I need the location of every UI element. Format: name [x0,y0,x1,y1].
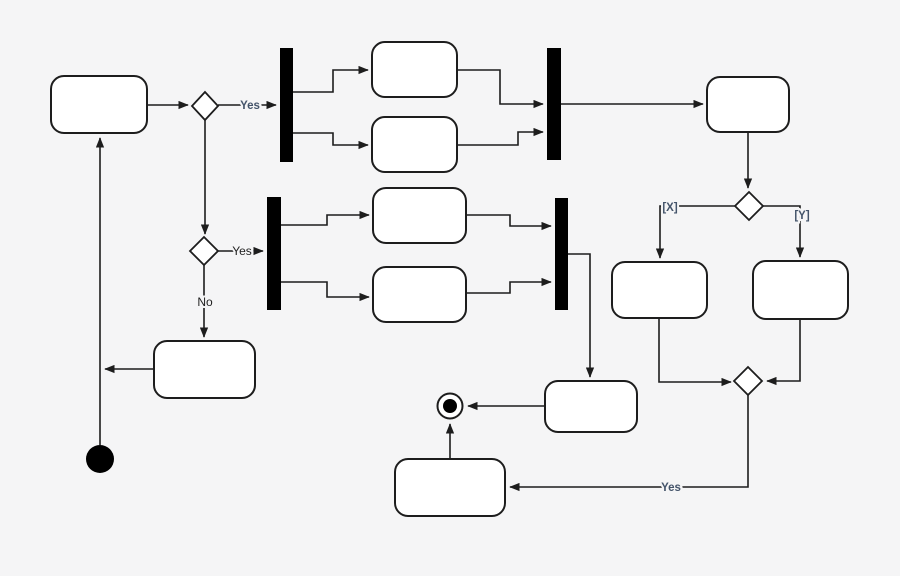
activity-right [706,76,790,133]
activity-start [50,75,148,134]
edge-fork1-to-row1-bottom [293,132,369,150]
decision-2 [188,235,220,267]
initial-node [86,445,114,473]
edge-fork1-to-row1-top [293,65,369,93]
edge-row2-top-to-join2 [466,214,552,231]
edge-row2-bottom-to-join2 [466,277,552,294]
label-decision4-yes: Yes [661,482,681,494]
fork-bar-2 [267,197,281,310]
label-decision2-yes: Yes [232,244,252,258]
join-bar-1 [547,48,561,160]
edge-activity-y-to-merge4 [766,319,801,386]
decision-1 [190,90,220,122]
join-bar-2 [555,198,568,310]
edge-decision3-x-to-activity-x [655,205,735,259]
edge-row1-top-to-join1 [457,69,544,109]
edge-fork2-to-row2-bottom [281,281,370,302]
label-decision3-x: [X] [662,202,678,214]
activity-row1-top [371,41,458,98]
label-decision1-yes: Yes [240,100,260,112]
activity-no-branch [153,340,256,399]
edge-merge4-yes-to-activity-bottom [509,395,749,492]
activity-row1-bottom [371,116,458,173]
fork-bar-1 [280,48,293,162]
edge-row1-bottom-to-join1 [457,127,544,146]
merge-decision-4 [732,365,764,397]
activity-mid-bottom [544,380,638,433]
activity-row2-bottom [372,266,467,323]
activity-x-branch [611,261,708,319]
activity-y-branch [752,260,849,320]
edge-join2-to-activity-mid-bottom [568,253,595,378]
edge-activity-x-to-merge4 [658,318,732,387]
decision-3 [733,190,765,222]
activity-bottom [394,458,506,517]
edge-decision3-y-to-activity-y [763,205,805,258]
activity-row2-top [372,187,467,244]
label-decision2-no: No [197,295,213,309]
edge-fork2-to-row2-top [281,210,370,226]
final-node-dot [443,399,457,413]
label-decision3-y: [Y] [794,210,810,222]
